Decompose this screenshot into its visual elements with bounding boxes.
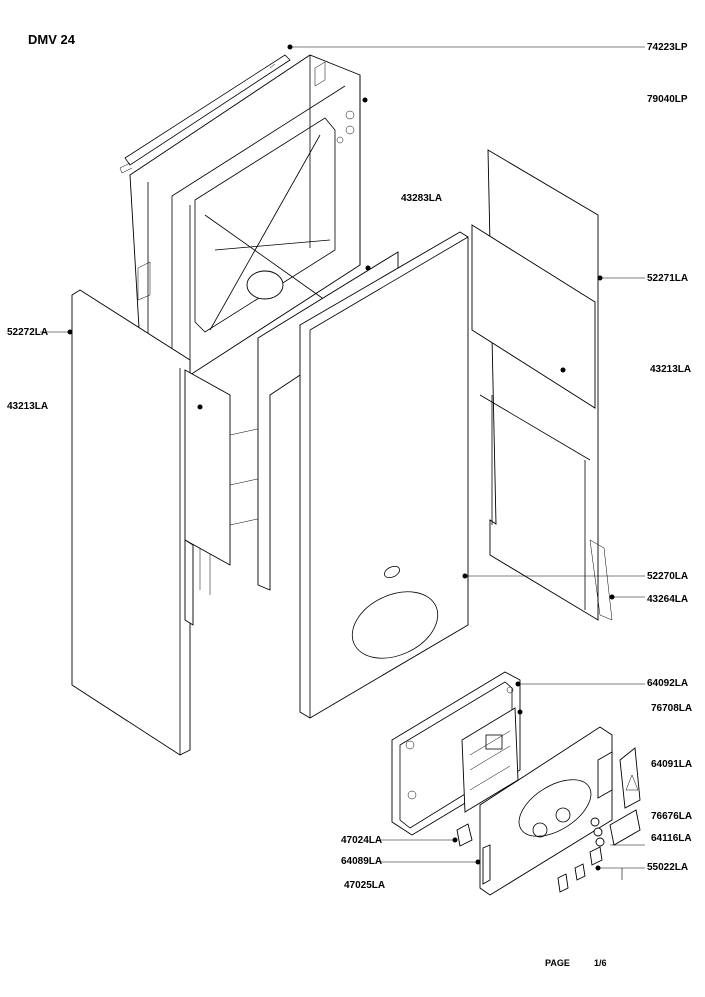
label-76708la: 76708LA [651, 703, 693, 714]
label-55022la: 55022LA [647, 862, 689, 873]
right-side-panel [471, 149, 613, 621]
main-frame [129, 54, 361, 595]
model-title: DMV 24 [28, 32, 75, 47]
label-64091la: 64091LA [651, 759, 693, 770]
label-79040lp: 79040LP [647, 94, 688, 105]
page-number: 1/6 [594, 958, 607, 968]
label-47024la: 47024LA [341, 835, 383, 846]
left-side-panel [71, 289, 231, 756]
label-52271la: 52271LA [647, 273, 689, 284]
label-64092la: 64092LA [647, 678, 689, 689]
label-43213la-right: 43213LA [650, 364, 692, 375]
label-43213la-left: 43213LA [7, 401, 49, 412]
label-64089la: 64089LA [341, 856, 383, 867]
control-panel-front [456, 726, 641, 896]
insulation-panel [257, 251, 399, 591]
top-rail [119, 54, 291, 174]
label-74223lp: 74223LP [647, 42, 688, 53]
callout-dots [67, 44, 615, 871]
label-52272la: 52272LA [7, 327, 49, 338]
label-43264la: 43264LA [647, 594, 689, 605]
label-76676la: 76676LA [651, 811, 693, 822]
page-label: PAGE [545, 958, 570, 968]
front-casing [299, 231, 469, 719]
label-43283la: 43283LA [401, 193, 443, 204]
circuit-board [461, 707, 519, 813]
label-52270la: 52270LA [647, 571, 689, 582]
leader-lines [40, 46, 645, 880]
label-47025la: 47025LA [344, 880, 386, 891]
label-64116la: 64116LA [651, 833, 692, 844]
